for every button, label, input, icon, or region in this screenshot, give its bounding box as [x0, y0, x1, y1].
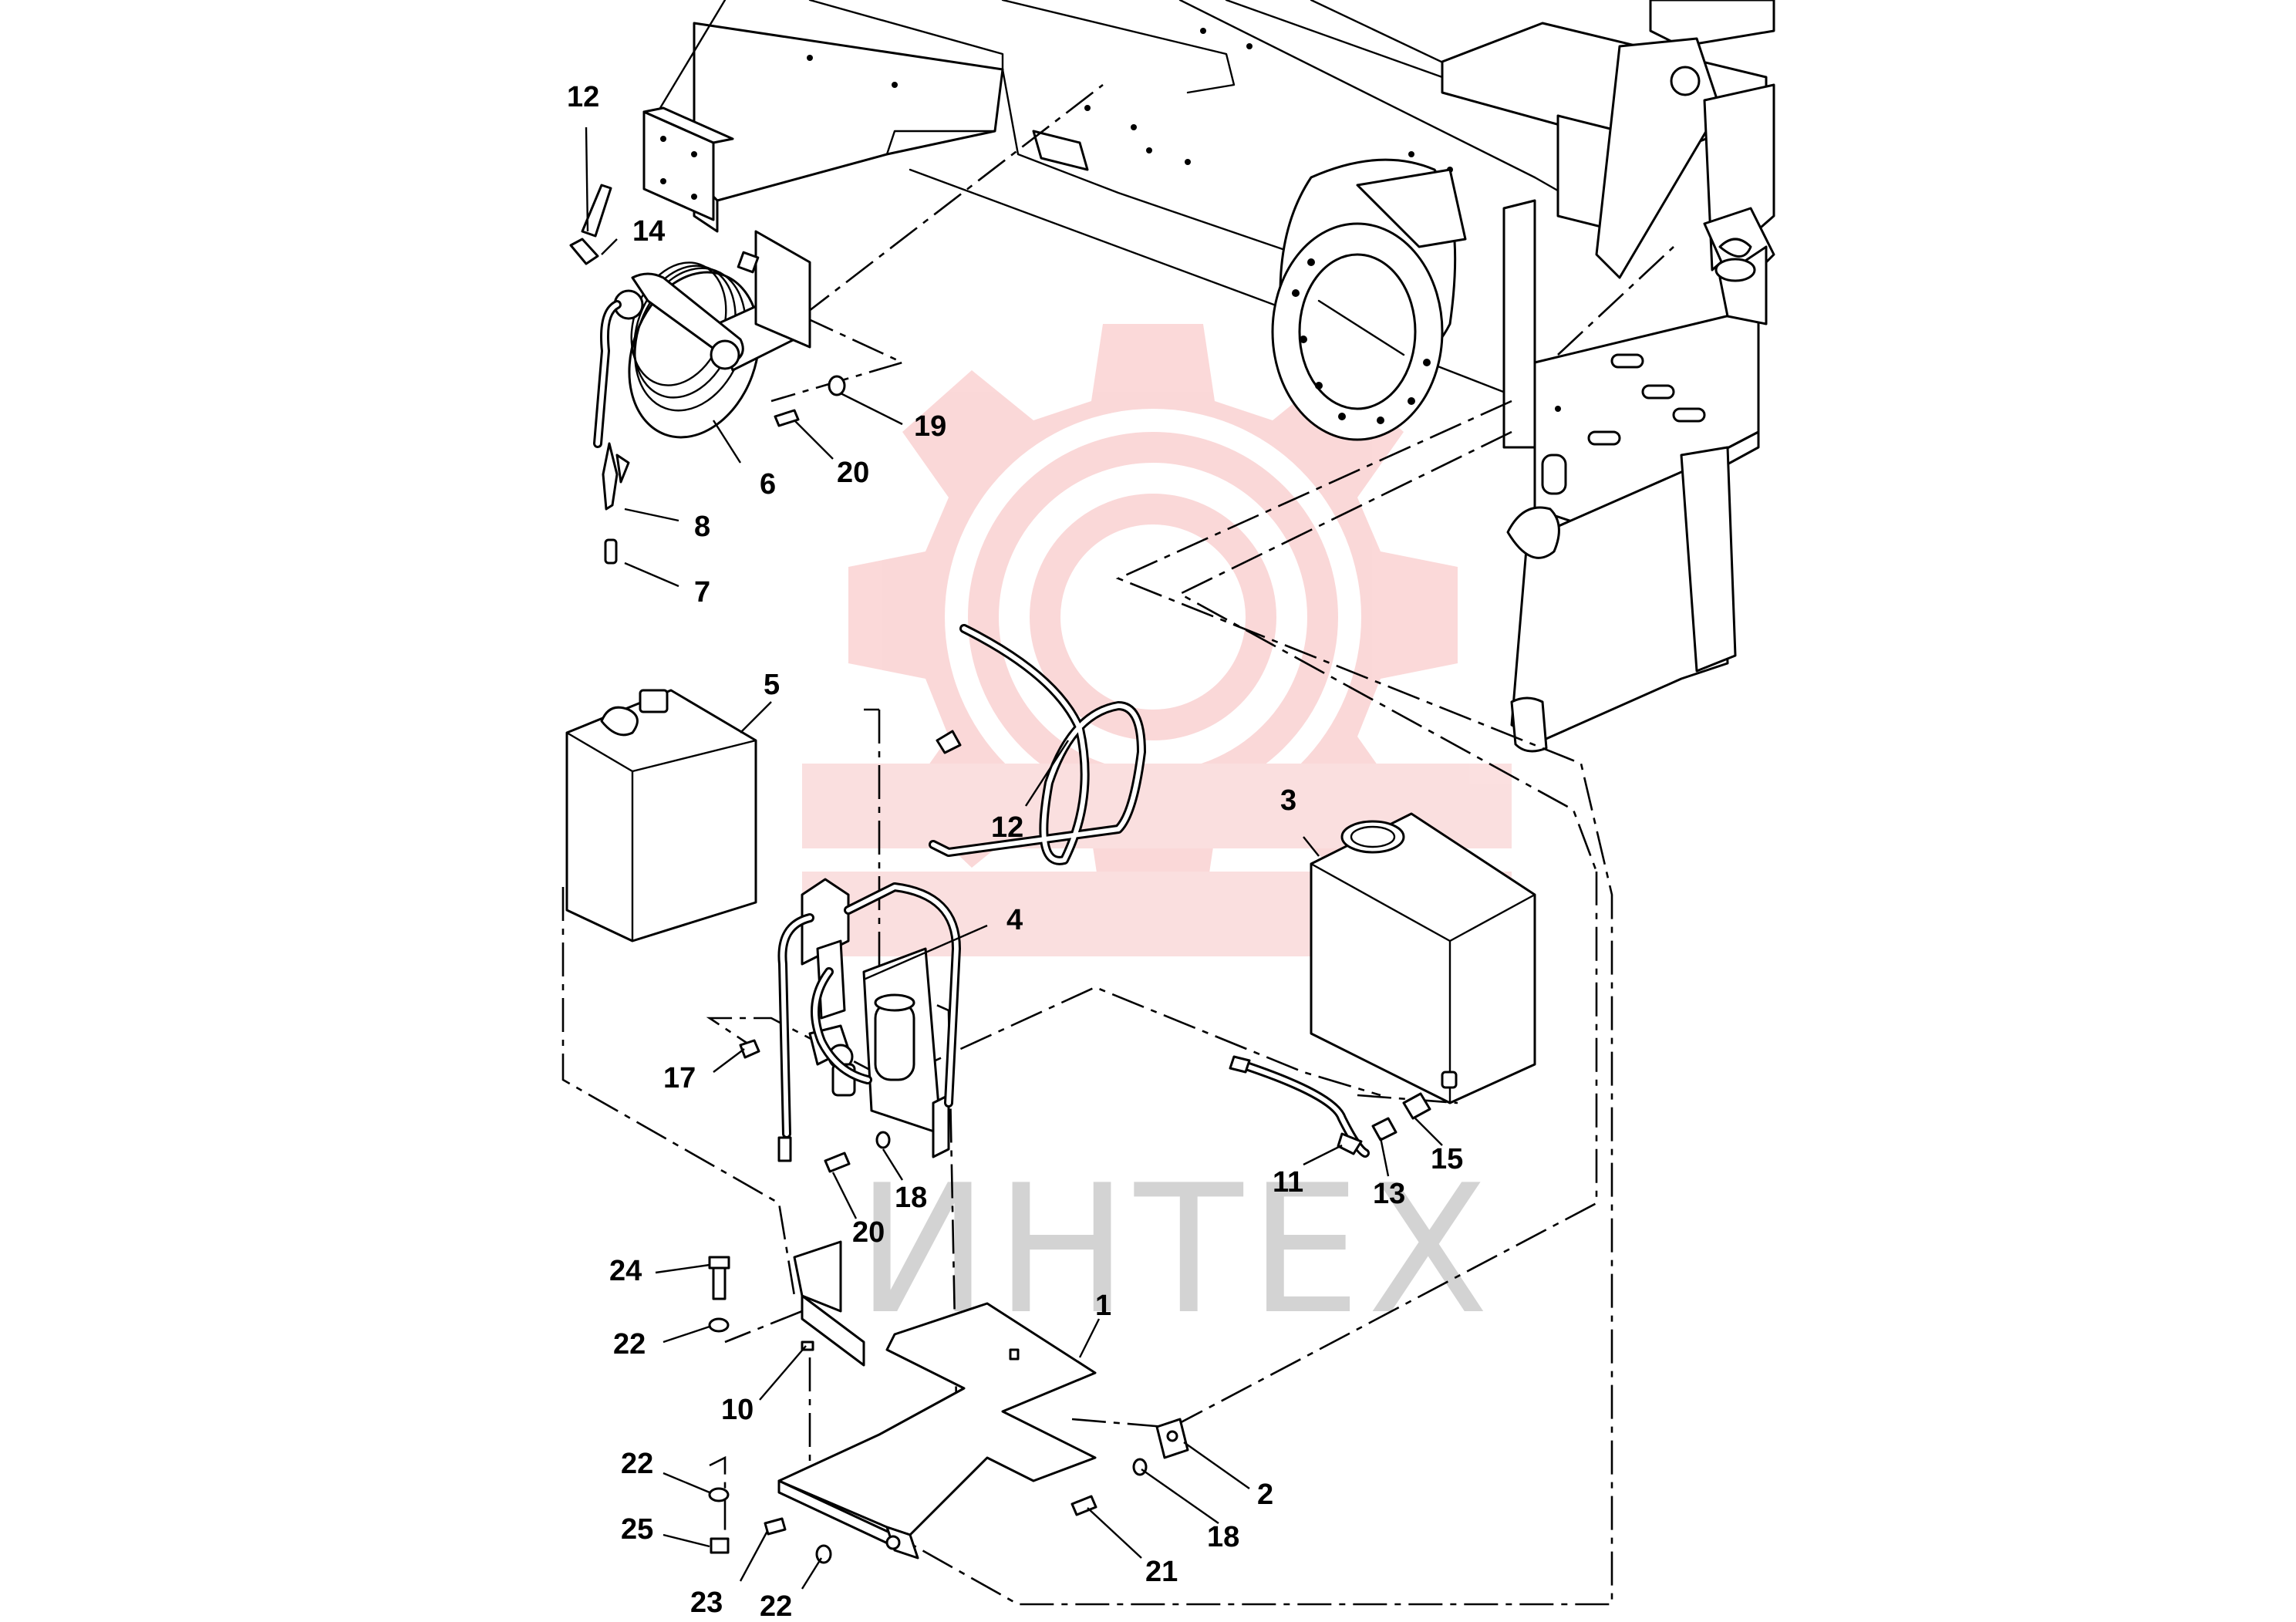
bolt-24: [708, 1256, 730, 1300]
callout-18-low: 18: [1207, 1521, 1239, 1553]
pump-assembly-4: [777, 878, 961, 1162]
bolt-washer-19-20: [774, 375, 846, 427]
callout-25: 25: [621, 1513, 653, 1546]
base-plate-1: [777, 1302, 1097, 1560]
callout-24: 24: [609, 1255, 642, 1287]
callout-15: 15: [1431, 1143, 1463, 1175]
callout-5: 5: [764, 669, 780, 701]
callout-18-mid: 18: [895, 1182, 927, 1214]
tank-5: [565, 689, 757, 943]
hose-11: [1229, 1055, 1370, 1158]
callout-21: 21: [1145, 1556, 1178, 1588]
machine-frame: [642, 0, 1775, 753]
hose-12: [929, 624, 1146, 865]
callout-12-mid: 12: [991, 811, 1023, 844]
washer-22-c: [815, 1544, 832, 1564]
callout-6: 6: [760, 468, 776, 501]
leader-lines: [585, 126, 1443, 1590]
callout-13: 13: [1373, 1178, 1405, 1210]
callout-22-b: 22: [621, 1448, 653, 1480]
washer-22-b: [708, 1487, 730, 1502]
bolt-21: [1070, 1495, 1097, 1516]
callout-22-a: 22: [613, 1328, 646, 1361]
callout-14: 14: [632, 215, 665, 248]
washer-22-a: [708, 1317, 730, 1333]
bolt-23: [764, 1517, 787, 1536]
callout-20-top: 20: [837, 457, 869, 489]
callout-20-mid: 20: [852, 1216, 885, 1249]
callout-2: 2: [1257, 1479, 1273, 1511]
callout-23: 23: [690, 1587, 723, 1619]
hose-reel: [593, 230, 811, 448]
bracket-2: [1155, 1418, 1189, 1459]
callout-7: 7: [694, 576, 710, 609]
fitting-15: [1402, 1092, 1431, 1120]
callout-19: 19: [914, 410, 946, 443]
bolt-washer-18-20: [824, 1131, 891, 1173]
fitting-13: [1371, 1117, 1397, 1141]
callout-4: 4: [1006, 904, 1023, 936]
fitting-14: [569, 184, 612, 265]
nut-25: [710, 1537, 730, 1554]
callout-8: 8: [694, 511, 710, 543]
bracket-10: [793, 1240, 865, 1367]
callout-10: 10: [721, 1394, 754, 1426]
callout-1: 1: [1095, 1290, 1111, 1322]
bolt-17: [739, 1039, 760, 1059]
callout-labels: 12 14 6 8 7 19 20 5 12 3 4 17 18 20 11 1…: [567, 81, 1463, 1622]
callout-3: 3: [1280, 784, 1296, 817]
spray-gun: [602, 442, 630, 565]
callout-11: 11: [1273, 1166, 1303, 1199]
callout-22-c: 22: [760, 1590, 792, 1622]
washer-18: [1132, 1458, 1148, 1476]
callout-12-top: 12: [567, 81, 599, 113]
tank-3: [1310, 812, 1536, 1104]
callout-17: 17: [663, 1062, 696, 1094]
